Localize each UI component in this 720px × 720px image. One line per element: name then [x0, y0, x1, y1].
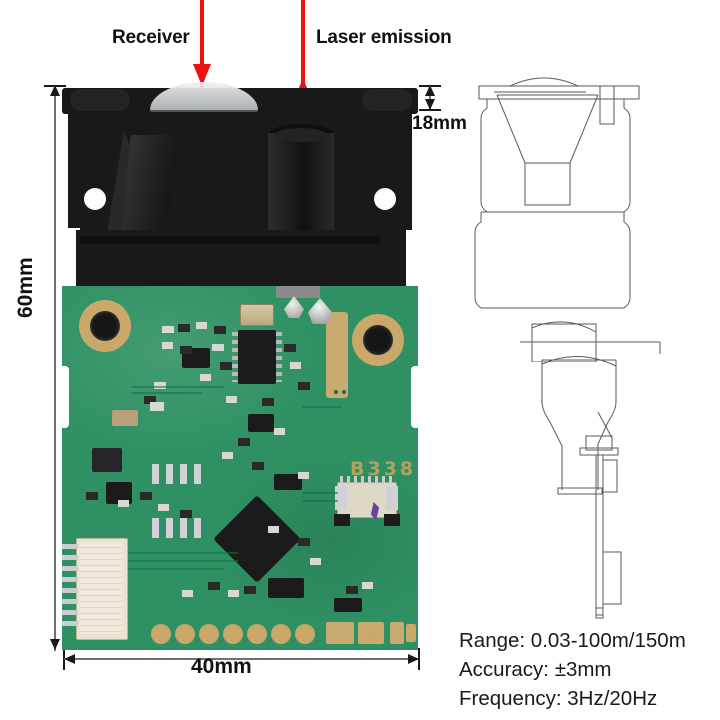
mounting-hole-top-left: [84, 188, 106, 210]
dim-40-label: 40mm: [191, 655, 252, 678]
dim-40-line: [64, 658, 419, 660]
dim-40-arrow-left-icon: [64, 654, 75, 664]
dim-18-line: [429, 86, 431, 110]
pcb-silkscreen-label: B338: [350, 458, 417, 480]
spec-frequency: Frequency: 3Hz/20Hz: [459, 687, 658, 710]
dim-60-arrow-up-icon: [50, 85, 60, 96]
mounting-screw-left: [90, 311, 120, 341]
cad-front-view: [474, 77, 640, 362]
pcb-board: B338: [62, 286, 418, 650]
dim-18-arrow-up-icon: [425, 85, 435, 96]
laser-arrow-shaft: [301, 0, 305, 125]
dim-40-cap-right: [418, 648, 420, 670]
crystal-oscillator: [240, 304, 274, 326]
dim-60-line: [54, 86, 56, 651]
receiver-arrow-head-down-icon: [193, 64, 211, 86]
dim-60-arrow-down-icon: [50, 639, 60, 650]
cad-side-view: [520, 341, 661, 619]
mounting-screw-right: [363, 325, 393, 355]
dim-18-label: 18mm: [412, 113, 467, 134]
ic-analog: [238, 330, 276, 384]
callout-label-laser: Laser emission: [316, 27, 452, 48]
module-photo: B338: [62, 80, 418, 650]
dim-60-label: 60mm: [14, 257, 37, 318]
specifications-block: Range: 0.03-100m/150m Accuracy: ±3mm Fre…: [459, 626, 686, 713]
dim-40-arrow-right-icon: [408, 654, 419, 664]
mounting-hole-top-right: [374, 188, 396, 210]
header-connector-pins: [62, 544, 78, 632]
spec-range: Range: 0.03-100m/150m: [459, 629, 686, 652]
gold-shield-pad: [326, 312, 348, 398]
spec-accuracy: Accuracy: ±3mm: [459, 658, 612, 681]
purple-ink-mark: [370, 502, 379, 520]
callout-label-receiver: Receiver: [112, 27, 190, 48]
receiver-arrow-shaft: [200, 0, 204, 115]
dim-18-cap-bottom: [419, 109, 441, 111]
dim-18-arrow-down-icon: [425, 99, 435, 110]
optics-housing: [62, 80, 418, 288]
